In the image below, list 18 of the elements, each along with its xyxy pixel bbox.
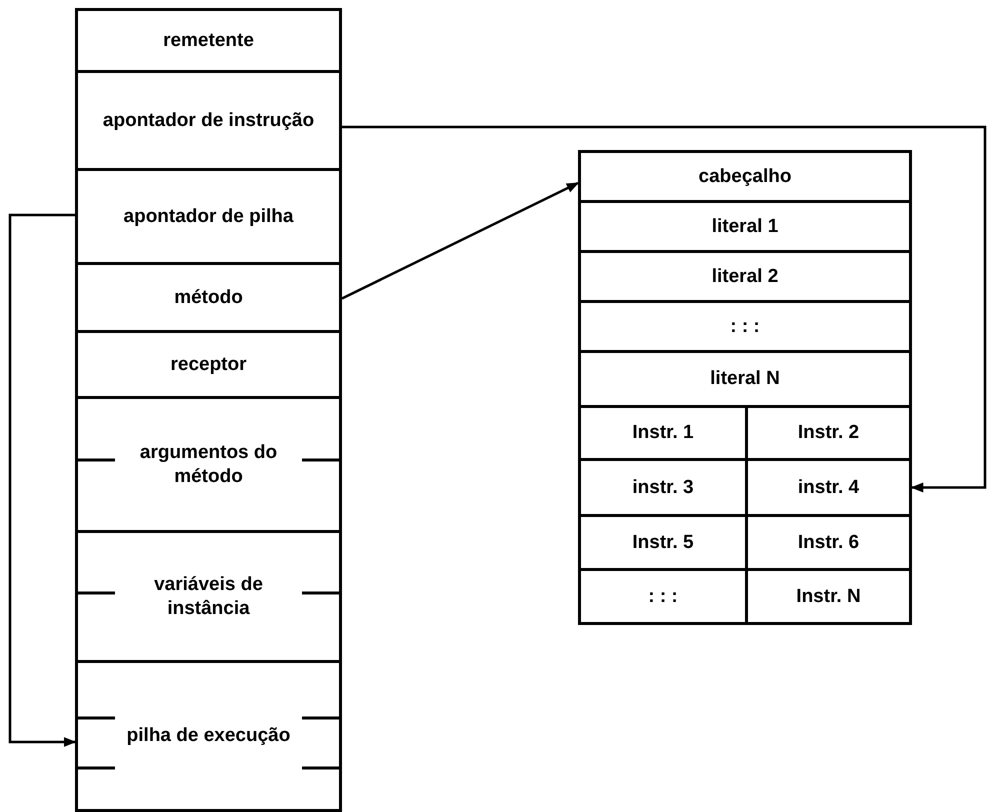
memory-cell: pilha de execução (75, 660, 342, 812)
memory-cell: Instr. N (745, 568, 912, 625)
memory-cell: método (75, 262, 342, 333)
memory-cell: literal 2 (578, 250, 912, 303)
arrow (8, 214, 76, 747)
arrow (341, 182, 580, 300)
memory-cell: : : : (578, 568, 748, 625)
memory-cell: argumentos do método (75, 396, 342, 533)
memory-cell: apontador de pilha (75, 168, 342, 265)
memory-cell: remetente (75, 8, 342, 73)
memory-cell: : : : (578, 300, 912, 353)
memory-cell: cabeçalho (578, 150, 912, 203)
memory-cell: apontador de instrução (75, 70, 342, 171)
memory-cell: variáveis de instância (75, 530, 342, 663)
memory-cell: receptor (75, 330, 342, 399)
memory-cell: literal N (578, 350, 912, 408)
memory-cell: literal 1 (578, 200, 912, 253)
arrow (342, 126, 986, 492)
